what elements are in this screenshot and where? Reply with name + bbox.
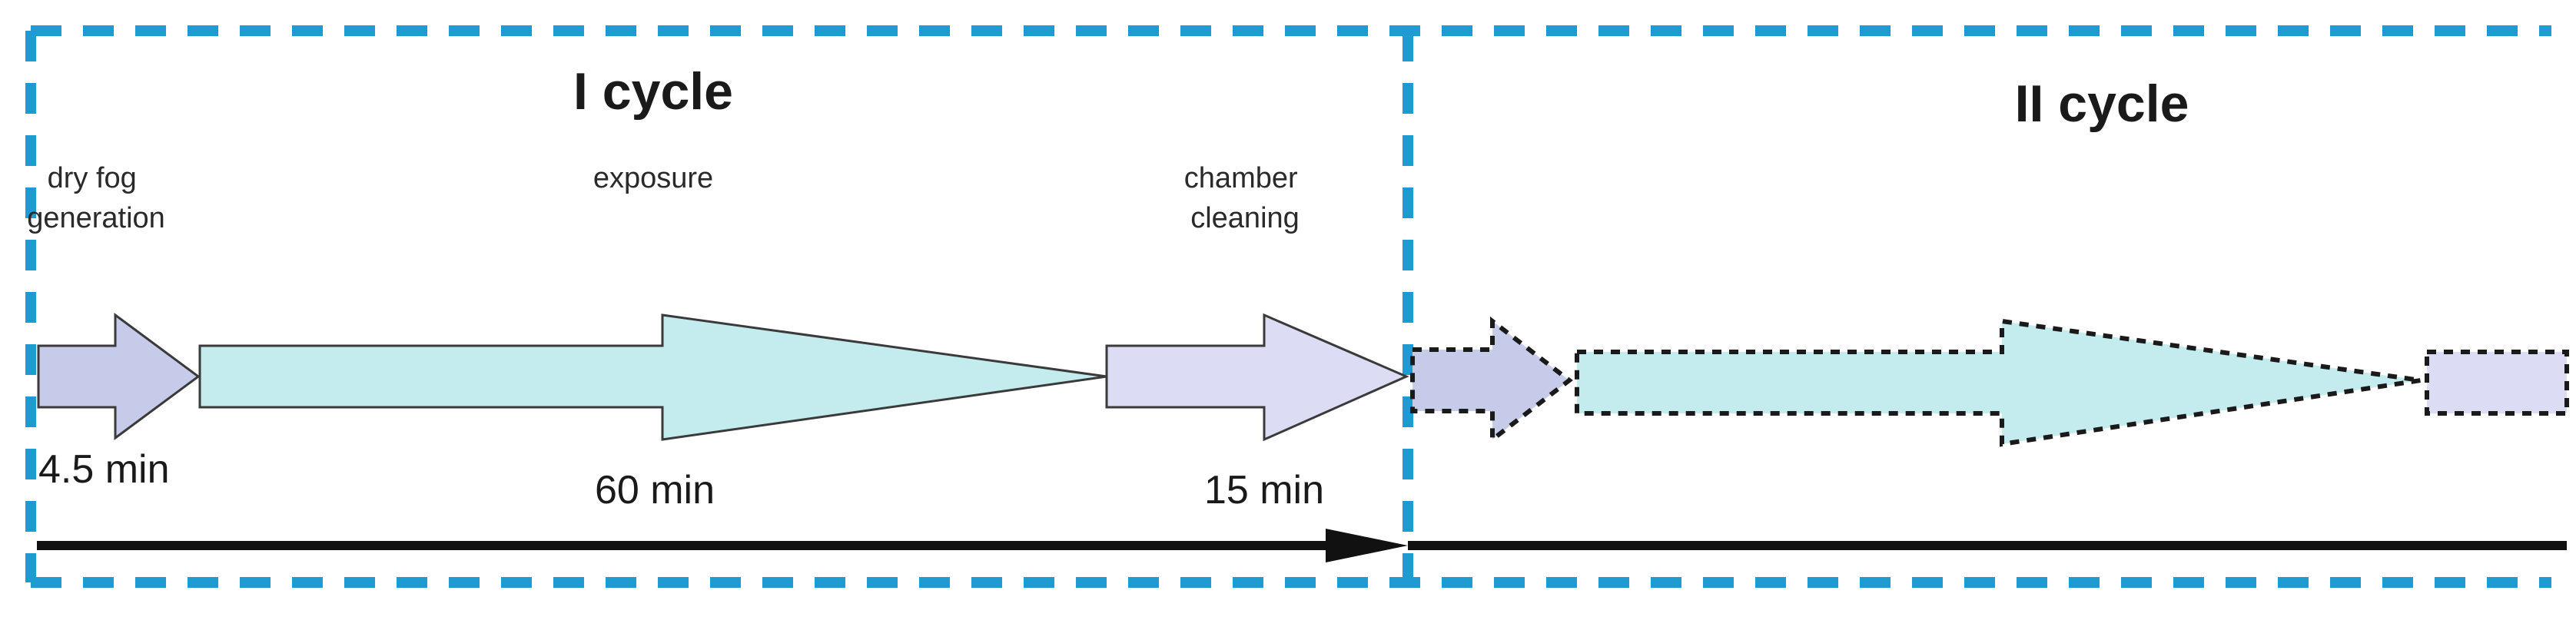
- phase-label-chamber-cleaning: chamber cleaning: [1184, 162, 1306, 234]
- phase-label-dry-fog-line-1: dry fog: [48, 162, 137, 194]
- cycle-frame: [25, 25, 2551, 588]
- duration-dry-fog-generation: 4.5 min: [38, 447, 170, 492]
- arrow-exposure: [198, 313, 1107, 441]
- phase-label-dry-fog-line-2: generation: [27, 202, 165, 234]
- timeline: [37, 529, 2567, 562]
- cycle-1-arrows: [37, 313, 1409, 442]
- phase-label-chamber-cleaning-line-1: chamber: [1184, 162, 1298, 194]
- cycle-1-title: I cycle: [573, 62, 733, 121]
- arrow-cycle-2-exposure: [1575, 318, 2422, 447]
- arrow-chamber-cleaning: [1105, 313, 1409, 442]
- phase-label-chamber-cleaning-line-2: cleaning: [1190, 202, 1300, 234]
- arrow-cycle-2-dry-fog-generation: [1410, 316, 1573, 445]
- arrow-cycle-2-chamber-cleaning: [2425, 350, 2569, 416]
- arrow-dry-fog-generation: [37, 313, 201, 440]
- cycle-2-title: II cycle: [2015, 75, 2189, 133]
- phase-label-exposure: exposure: [593, 162, 713, 194]
- duration-exposure: 60 min: [595, 468, 715, 513]
- cycle-2-arrows: [1410, 316, 2569, 447]
- phase-label-dry-fog: dry fog generation: [27, 162, 165, 234]
- timeline-arrowhead: [1326, 529, 1408, 562]
- duration-chamber-cleaning: 15 min: [1204, 468, 1324, 513]
